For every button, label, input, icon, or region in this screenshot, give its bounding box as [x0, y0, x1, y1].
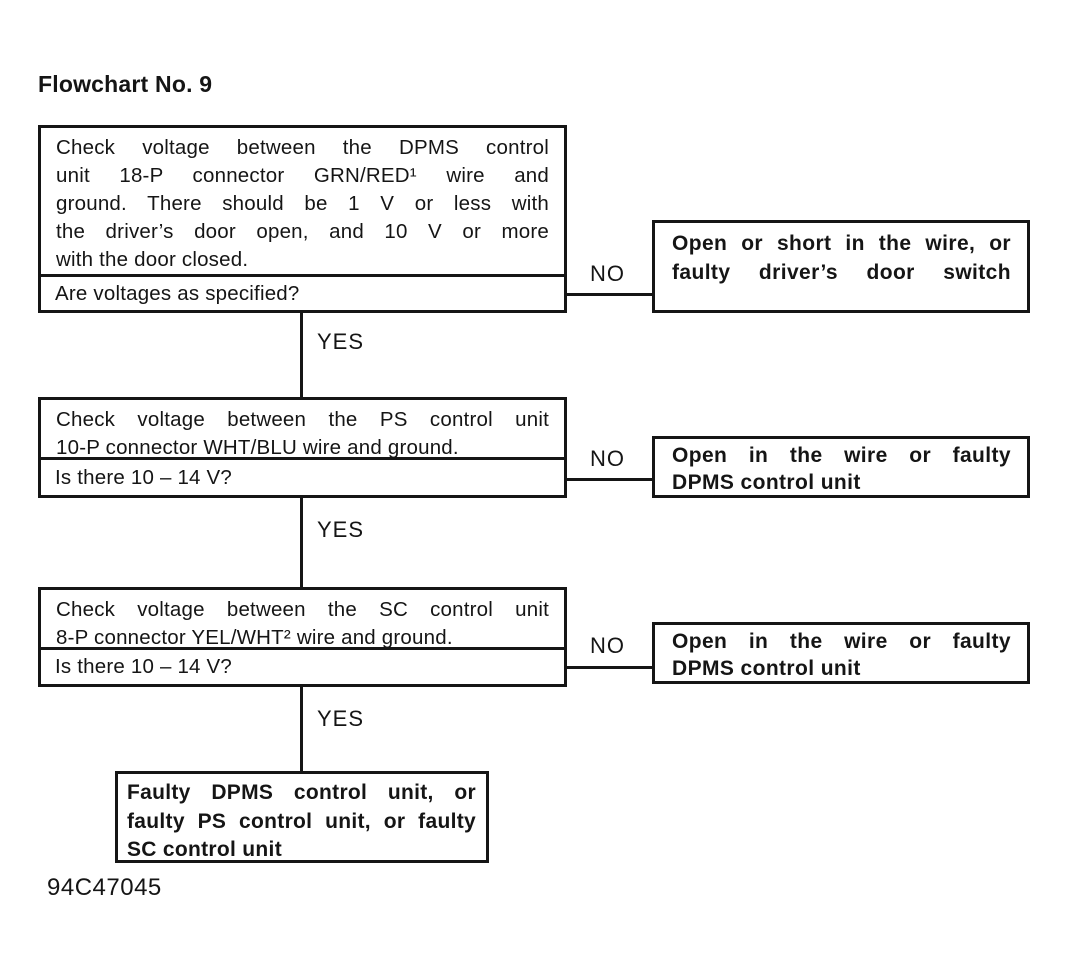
step3-no-branch-line: [565, 666, 653, 669]
step1-no-result-text: Open or short in the wire, or faulty dri…: [655, 223, 1027, 287]
final-result-line: SC control unit: [127, 838, 282, 861]
final-result-line: faulty PS control unit, or faulty: [127, 809, 476, 833]
step1-yes-branch-line: [300, 313, 303, 397]
step1-no-label: NO: [590, 261, 625, 286]
step2-question: Is there 10 – 14 V?: [41, 457, 564, 495]
step2-instruction: Check voltage between the PS control uni…: [41, 400, 564, 462]
step1-no-result-box: Open or short in the wire, or faulty dri…: [652, 220, 1030, 313]
step2-no-result-line: DPMS control unit: [672, 471, 861, 494]
step3-no-result-line: DPMS control unit: [672, 657, 861, 680]
step1-yes-label: YES: [317, 329, 365, 354]
document-code: 94C47045: [47, 874, 162, 901]
flowchart-title: Flowchart No. 9: [38, 71, 213, 97]
step1-no-branch-line: [565, 293, 653, 296]
step2-no-label: NO: [590, 446, 625, 471]
step3-instruction: Check voltage between the SC control uni…: [41, 590, 564, 652]
step2-no-result-text: Open in the wire or faulty DPMS control …: [655, 439, 1027, 496]
step1-instruction-line: ground. There should be 1 V or less with: [56, 192, 549, 215]
step2-yes-label: YES: [317, 517, 365, 542]
step2-instruction-line: 10-P connector WHT/BLU wire and ground.: [56, 436, 459, 459]
step2-no-result-box: Open in the wire or faulty DPMS control …: [652, 436, 1030, 498]
step1-box: Check voltage between the DPMS control u…: [38, 125, 567, 313]
step1-no-result-line: faulty driver’s door switch: [672, 261, 1011, 284]
step1-question: Are voltages as specified?: [41, 274, 564, 310]
step3-yes-branch-line: [300, 687, 303, 771]
step1-no-result-line: Open or short in the wire, or: [672, 232, 1011, 255]
step3-yes-label: YES: [317, 706, 365, 731]
step3-question: Is there 10 – 14 V?: [41, 647, 564, 684]
step2-box: Check voltage between the PS control uni…: [38, 397, 567, 498]
step3-instruction-line: Check voltage between the SC control uni…: [56, 598, 549, 621]
step3-instruction-line: 8-P connector YEL/WHT² wire and ground.: [56, 626, 453, 649]
step1-instruction-line: with the door closed.: [56, 248, 249, 271]
step1-instruction: Check voltage between the DPMS control u…: [41, 128, 564, 274]
step2-no-branch-line: [565, 478, 653, 481]
step2-yes-branch-line: [300, 498, 303, 587]
final-result-line: Faulty DPMS control unit, or: [127, 781, 476, 804]
step3-no-result-text: Open in the wire or faulty DPMS control …: [655, 625, 1027, 682]
step2-instruction-line: Check voltage between the PS control uni…: [56, 408, 549, 431]
step2-no-result-line: Open in the wire or faulty: [672, 444, 1011, 467]
step3-no-result-box: Open in the wire or faulty DPMS control …: [652, 622, 1030, 684]
step1-instruction-line: the driver’s door open, and 10 V or more: [56, 220, 549, 243]
final-result-text: Faulty DPMS control unit, or faulty PS c…: [118, 774, 486, 865]
final-result-box: Faulty DPMS control unit, or faulty PS c…: [115, 771, 489, 863]
step1-instruction-line: Check voltage between the DPMS control: [56, 136, 549, 159]
step3-no-result-line: Open in the wire or faulty: [672, 630, 1011, 653]
step1-instruction-line: unit 18-P connector GRN/RED¹ wire and: [56, 164, 549, 187]
step3-no-label: NO: [590, 633, 625, 658]
step3-box: Check voltage between the SC control uni…: [38, 587, 567, 687]
